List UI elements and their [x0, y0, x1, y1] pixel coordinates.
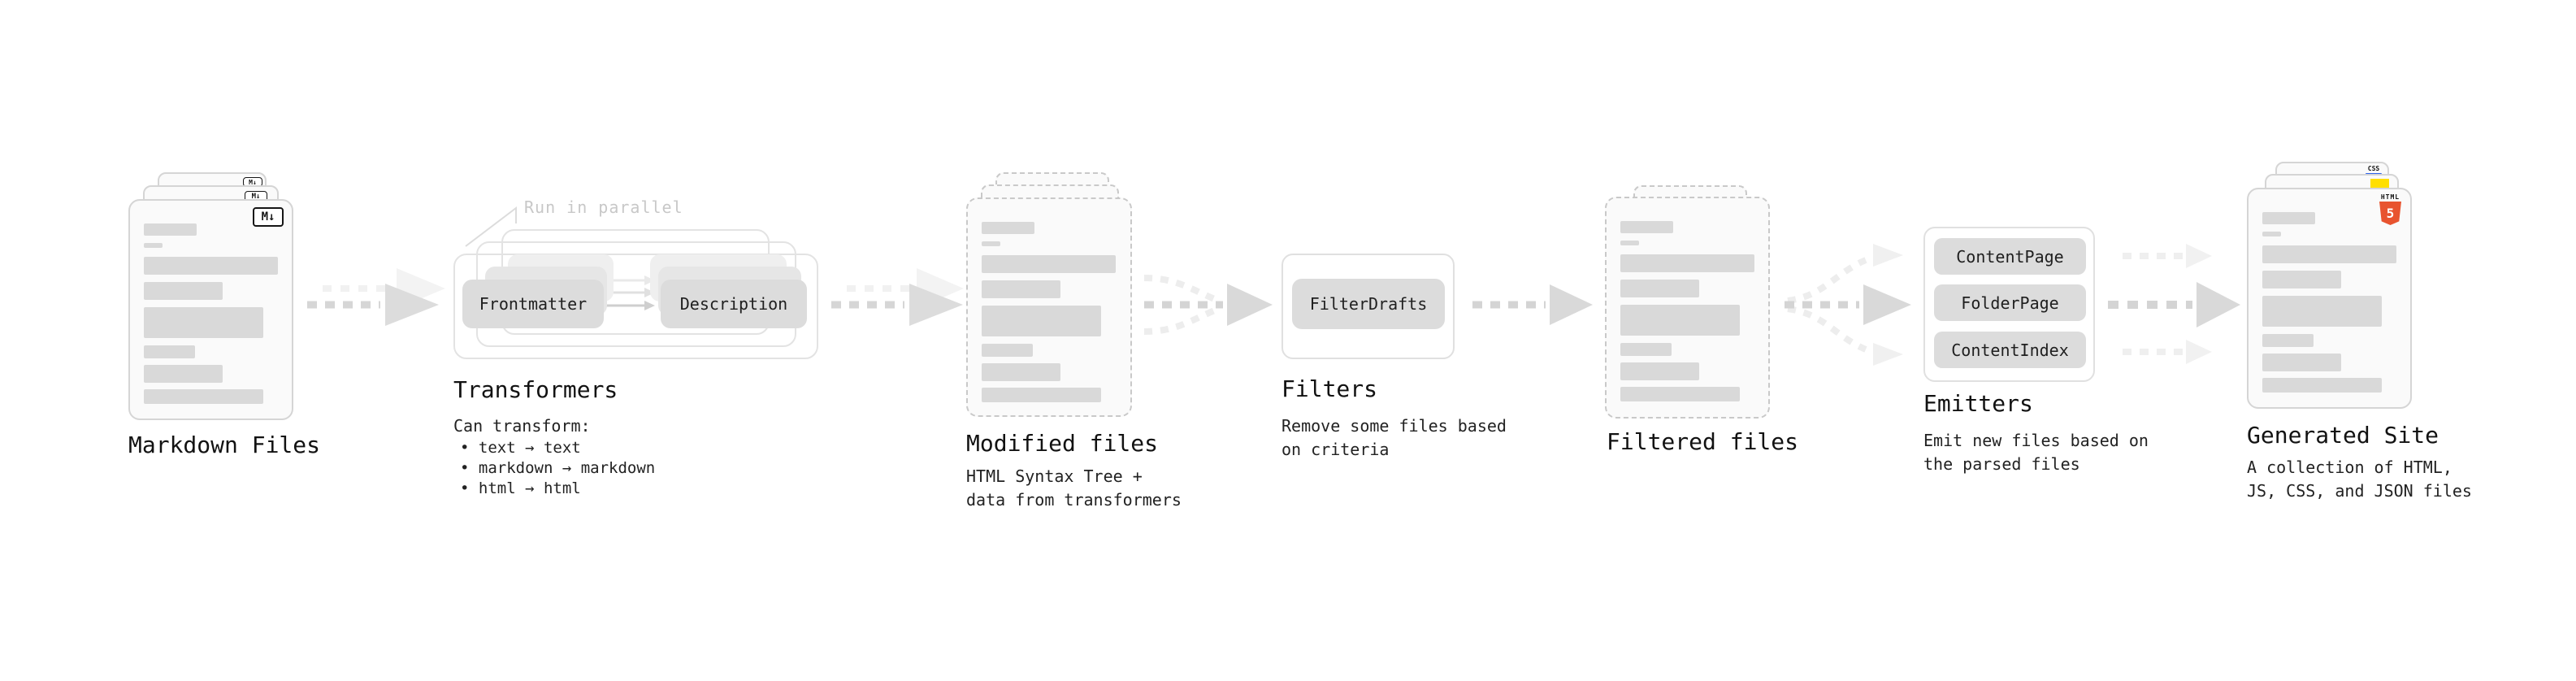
modified-files-label: Modified files: [966, 430, 1159, 457]
transformers-note-title: Can transform:: [453, 416, 591, 436]
generated-doc-html: HTML 5: [2247, 188, 2412, 409]
filters-note: Remove some files based on criteria: [1281, 416, 1507, 459]
contentpage-button: ContentPage: [1934, 238, 2086, 275]
arrow-modified-to-filters: [1143, 275, 1273, 335]
filterdrafts-button: FilterDrafts: [1292, 279, 1445, 329]
transformers-bullet: • text → text: [460, 439, 581, 457]
modified-files-note: HTML Syntax Tree + data from transformer…: [966, 466, 1182, 510]
emitters-label: Emitters: [1923, 390, 2033, 417]
arrow-filtered-to-emitters: [1785, 244, 1911, 366]
markdown-files-label: Markdown Files: [128, 432, 321, 458]
transformers-bullet: • markdown → markdown: [460, 459, 656, 477]
javascript-icon: [2370, 179, 2389, 189]
emitters-note: Emit new files based on the parsed files: [1923, 431, 2149, 474]
arrow-markdown-to-transformers: [307, 268, 445, 326]
transformers-bullet-list: • text → text • markdown → markdown • ht…: [460, 438, 655, 499]
html5-icon: HTML 5: [2379, 193, 2401, 225]
transformer-container-front: [453, 254, 818, 359]
run-in-parallel-annotation: Run in parallel: [524, 197, 683, 217]
frontmatter-button: Frontmatter: [462, 280, 604, 328]
modified-doc-front: [966, 197, 1132, 417]
doc-content-lines: [968, 222, 1130, 402]
generated-site-label: Generated Site: [2247, 422, 2439, 449]
doc-content-lines: [1607, 221, 1768, 401]
doc-content-lines: [130, 223, 292, 404]
generated-site-note: A collection of HTML, JS, CSS, and JSON …: [2247, 458, 2472, 501]
transformers-label: Transformers: [453, 376, 618, 403]
doc-content-lines: [2249, 212, 2410, 393]
transformers-bullet: • html → html: [460, 479, 581, 497]
filtered-files-label: Filtered files: [1607, 428, 1799, 455]
arrow-transformers-to-modified: [831, 268, 964, 326]
description-button: Description: [661, 280, 807, 328]
filters-label: Filters: [1281, 375, 1378, 402]
arrow-filters-to-filtered: [1472, 284, 1593, 325]
arrow-emitters-to-generated: [2108, 244, 2240, 364]
markdown-icon: M↓: [253, 207, 284, 227]
filtered-doc-front: [1605, 197, 1770, 419]
folderpage-button: FolderPage: [1934, 284, 2086, 321]
contentindex-button: ContentIndex: [1934, 332, 2086, 368]
markdown-doc-front: M↓: [128, 199, 293, 420]
